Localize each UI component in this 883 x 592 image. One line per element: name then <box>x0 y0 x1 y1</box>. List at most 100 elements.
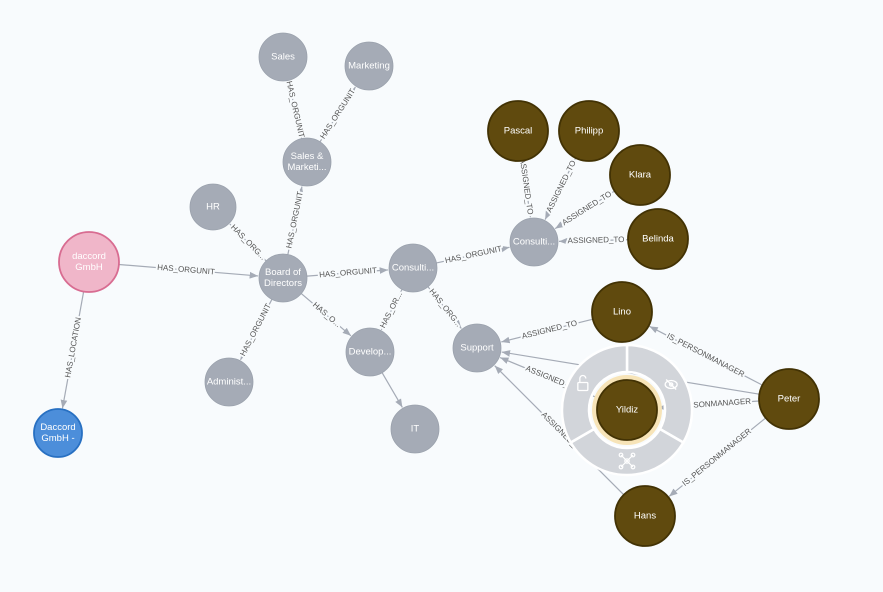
ring-action-unlock-button[interactable] <box>625 343 694 445</box>
relationship-label: HAS_ORGUNIT <box>284 191 305 250</box>
node-label: Support <box>460 343 494 354</box>
ring-action-hide-button[interactable] <box>568 427 686 477</box>
node-sales[interactable]: Sales <box>258 32 308 82</box>
node-support[interactable]: Support <box>452 323 502 373</box>
relationship-label: ASSIGNED_TO <box>545 159 578 214</box>
node-circle[interactable] <box>627 208 689 270</box>
relationship-klara-consult2[interactable]: ASSIGNED_TO <box>554 187 615 230</box>
relationship-consult1-consult2[interactable]: HAS_ORGUNIT <box>436 242 510 267</box>
node-circle[interactable] <box>33 408 83 458</box>
node-consult2[interactable]: Consulti... <box>509 217 559 267</box>
relationship-label: HAS_ORG... <box>229 223 268 262</box>
node-circle[interactable] <box>58 231 120 293</box>
node-circle[interactable] <box>345 327 395 377</box>
relationship-daccord-board[interactable]: HAS_ORGUNIT <box>118 261 259 279</box>
relationship-label: ASSIGNED_TO <box>560 189 613 227</box>
relationship-lino-support[interactable]: ASSIGNED_TO <box>501 316 594 344</box>
relationship-board-consult1[interactable]: HAS_ORGUNIT <box>306 264 389 281</box>
node-circle[interactable] <box>558 100 620 162</box>
node-circle[interactable] <box>452 323 502 373</box>
relationship-consult1-support[interactable]: HAS_ORG... <box>425 285 465 330</box>
node-develop[interactable]: Develop... <box>345 327 395 377</box>
node-it[interactable]: IT <box>390 404 440 454</box>
node-label: Peter <box>778 394 801 405</box>
node-pascal[interactable]: Pascal <box>487 100 549 162</box>
node-peter[interactable]: Peter <box>758 368 820 430</box>
node-label: Administ... <box>207 377 251 388</box>
relationship-label: HAS_ORGUNIT <box>157 263 215 277</box>
relationship-label: HAS_O... <box>311 300 343 329</box>
eye-slash-icon <box>664 379 678 390</box>
relationship-label: HAS_OR... <box>378 290 404 329</box>
ring-action-expand-button[interactable] <box>560 343 629 445</box>
node-klara[interactable]: Klara <box>609 144 671 206</box>
node-label: Directors <box>264 278 302 289</box>
node-circle[interactable] <box>258 32 308 82</box>
relationship-develop-it[interactable] <box>381 372 403 408</box>
node-circle[interactable] <box>204 357 254 407</box>
relationship-salesmkt-sales[interactable]: HAS_ORGUNIT <box>283 78 309 140</box>
node-philipp[interactable]: Philipp <box>558 100 620 162</box>
node-circle[interactable] <box>258 253 308 303</box>
node-circle[interactable] <box>614 485 676 547</box>
node-label: Lino <box>613 307 631 318</box>
relationship-label: ASSIGNED_TO <box>568 235 625 245</box>
node-label: Develop... <box>349 347 392 358</box>
node-label: daccord <box>72 251 106 262</box>
node-circle[interactable] <box>390 404 440 454</box>
relationship-label: HAS_ORG... <box>427 287 463 328</box>
node-hans[interactable]: Hans <box>614 485 676 547</box>
node-circle[interactable] <box>487 100 549 162</box>
node-salesmkt[interactable]: Sales &Marketi... <box>282 137 332 187</box>
relationship-board-salesmkt[interactable]: HAS_ORGUNIT <box>282 186 307 255</box>
relationship-consult1-develop[interactable]: HAS_OR... <box>376 288 406 331</box>
relationship-philipp-consult2[interactable]: ASSIGNED_TO <box>543 157 580 220</box>
node-label: Marketi... <box>287 162 326 173</box>
node-circle[interactable] <box>758 368 820 430</box>
node-circle[interactable] <box>282 137 332 187</box>
node-hr[interactable]: HR <box>189 183 237 231</box>
relationship-board-admin[interactable]: HAS_ORGUNIT <box>236 299 275 361</box>
relationship-label: HAS_ORGUNIT <box>444 244 502 265</box>
node-circle[interactable] <box>509 217 559 267</box>
node-label: Philipp <box>575 126 604 137</box>
relationship-board-hr[interactable]: HAS_ORG... <box>227 221 270 264</box>
node-label: Consulti... <box>392 263 434 274</box>
node-label: Yildiz <box>616 405 639 416</box>
node-label: HR <box>206 202 220 213</box>
node-circle[interactable] <box>596 379 658 441</box>
node-label: IT <box>411 424 420 435</box>
node-label: GmbH - <box>41 433 74 444</box>
node-label: GmbH <box>75 262 103 273</box>
node-consult1[interactable]: Consulti... <box>388 243 438 293</box>
node-label: Marketing <box>348 61 390 72</box>
node-circle[interactable] <box>189 183 237 231</box>
node-circle[interactable] <box>609 144 671 206</box>
relationship-label: ASSIGNED_TO <box>521 318 578 340</box>
node-marketing[interactable]: Marketing <box>344 41 394 91</box>
relationship-salesmkt-marketing[interactable]: HAS_ORGUNIT <box>316 85 359 143</box>
expand-network-icon <box>618 452 636 470</box>
relationship-belinda-consult2[interactable]: ASSIGNED_TO <box>558 233 629 247</box>
relationship-label: HAS_ORGUNIT <box>318 87 357 141</box>
node-belinda[interactable]: Belinda <box>627 208 689 270</box>
node-admin[interactable]: Administ... <box>204 357 254 407</box>
node-label: Board of <box>265 267 301 278</box>
node-lino[interactable]: Lino <box>591 281 653 343</box>
relationship-daccord-loc[interactable]: HAS_LOCATION <box>60 291 85 409</box>
node-circle[interactable] <box>344 41 394 91</box>
node-label: Pascal <box>504 126 533 137</box>
node-label: Consulti... <box>513 237 555 248</box>
relationship-pascal-consult2[interactable]: ASSIGNED_TO <box>516 156 537 218</box>
node-circle[interactable] <box>591 281 653 343</box>
node-circle[interactable] <box>388 243 438 293</box>
unlock-icon <box>577 374 589 392</box>
relationship-label: HAS_ORGUNIT <box>319 266 377 279</box>
relationship-board-develop[interactable]: HAS_O... <box>300 293 352 337</box>
node-yildiz[interactable]: Yildiz <box>596 379 658 441</box>
